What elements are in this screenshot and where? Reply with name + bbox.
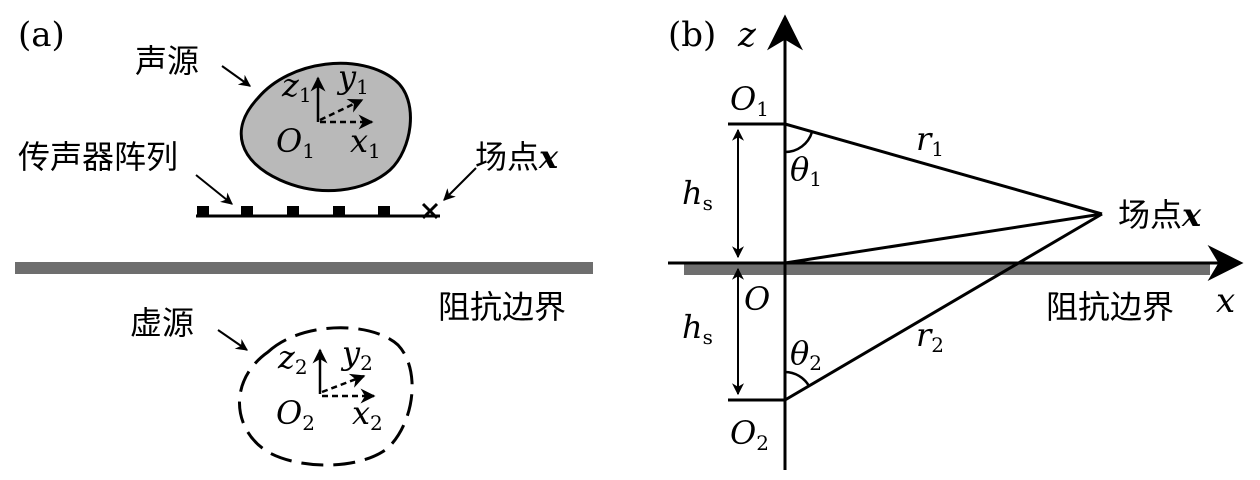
- y2-arrow: [321, 373, 366, 394]
- sound-source-shape: [239, 61, 412, 193]
- r2-label: r2: [916, 316, 944, 357]
- virtual-source-pointer-arrow: [217, 329, 248, 351]
- field-point-cross: [421, 202, 439, 220]
- z2-label: z2: [277, 338, 308, 379]
- image-source-axes: z2 y2 O2 x2: [276, 334, 383, 435]
- source-label: 声源: [135, 42, 199, 80]
- field-point-label-a: 场点x: [475, 138, 559, 176]
- microphone-array: [196, 202, 440, 220]
- hs-upper-label: hs: [682, 174, 713, 215]
- y1-arrow: [319, 98, 364, 122]
- microphone: [197, 206, 209, 216]
- panel-a: (a) 声源 z1 y1 O1 x1 传声器阵列: [15, 15, 593, 467]
- boundary-label-b: 阻抗边界: [1046, 288, 1174, 326]
- microphone: [333, 206, 345, 216]
- o1-label-a: O1: [276, 122, 315, 163]
- impedance-boundary-b: [684, 262, 1210, 275]
- microphone: [378, 206, 390, 216]
- o2-label-b: O2: [730, 414, 769, 455]
- origin-label: O: [744, 280, 770, 318]
- panel-a-label: (a): [18, 15, 65, 55]
- ray-origin: [784, 212, 1103, 265]
- x-axis-label: x: [1216, 281, 1235, 321]
- theta1-arc: [784, 131, 814, 154]
- theta2-label: θ2: [790, 334, 822, 375]
- z-axis-label: z: [737, 15, 757, 55]
- x2-label: x2: [352, 394, 383, 435]
- field-point-pointer-arrow: [443, 167, 477, 201]
- o2-label-a: O2: [276, 394, 315, 435]
- boundary-label-a: 阻抗边界: [438, 288, 566, 326]
- r1-label: r1: [916, 120, 944, 161]
- ray-r1: [784, 122, 1103, 216]
- impedance-boundary-a: [15, 262, 593, 274]
- o1-label-b: O1: [730, 80, 769, 121]
- virtual-source-label: 虚源: [130, 304, 194, 342]
- x1-label: x1: [350, 122, 381, 163]
- hs-lower-label: hs: [682, 308, 713, 349]
- microphone: [241, 206, 253, 216]
- panel-b-label: (b): [668, 15, 716, 55]
- theta2-arc: [784, 370, 811, 387]
- array-label: 传声器阵列: [18, 138, 178, 176]
- array-pointer-arrow: [195, 174, 233, 205]
- theta1-label: θ1: [790, 150, 822, 191]
- panel-b: (b) z O1 O2 O hs hs θ1 θ2 r1 r2 场点x 阻抗边界: [668, 14, 1244, 470]
- y2-label: y2: [340, 334, 373, 375]
- y1-label: y1: [336, 58, 369, 99]
- z1-label: z1: [281, 66, 312, 107]
- ray-r2: [784, 212, 1103, 402]
- field-point-label-b: 场点x: [1118, 196, 1202, 234]
- real-source-axes: z1 y1 O1 x1: [276, 58, 381, 163]
- microphone: [287, 206, 299, 216]
- source-pointer-arrow: [221, 65, 251, 87]
